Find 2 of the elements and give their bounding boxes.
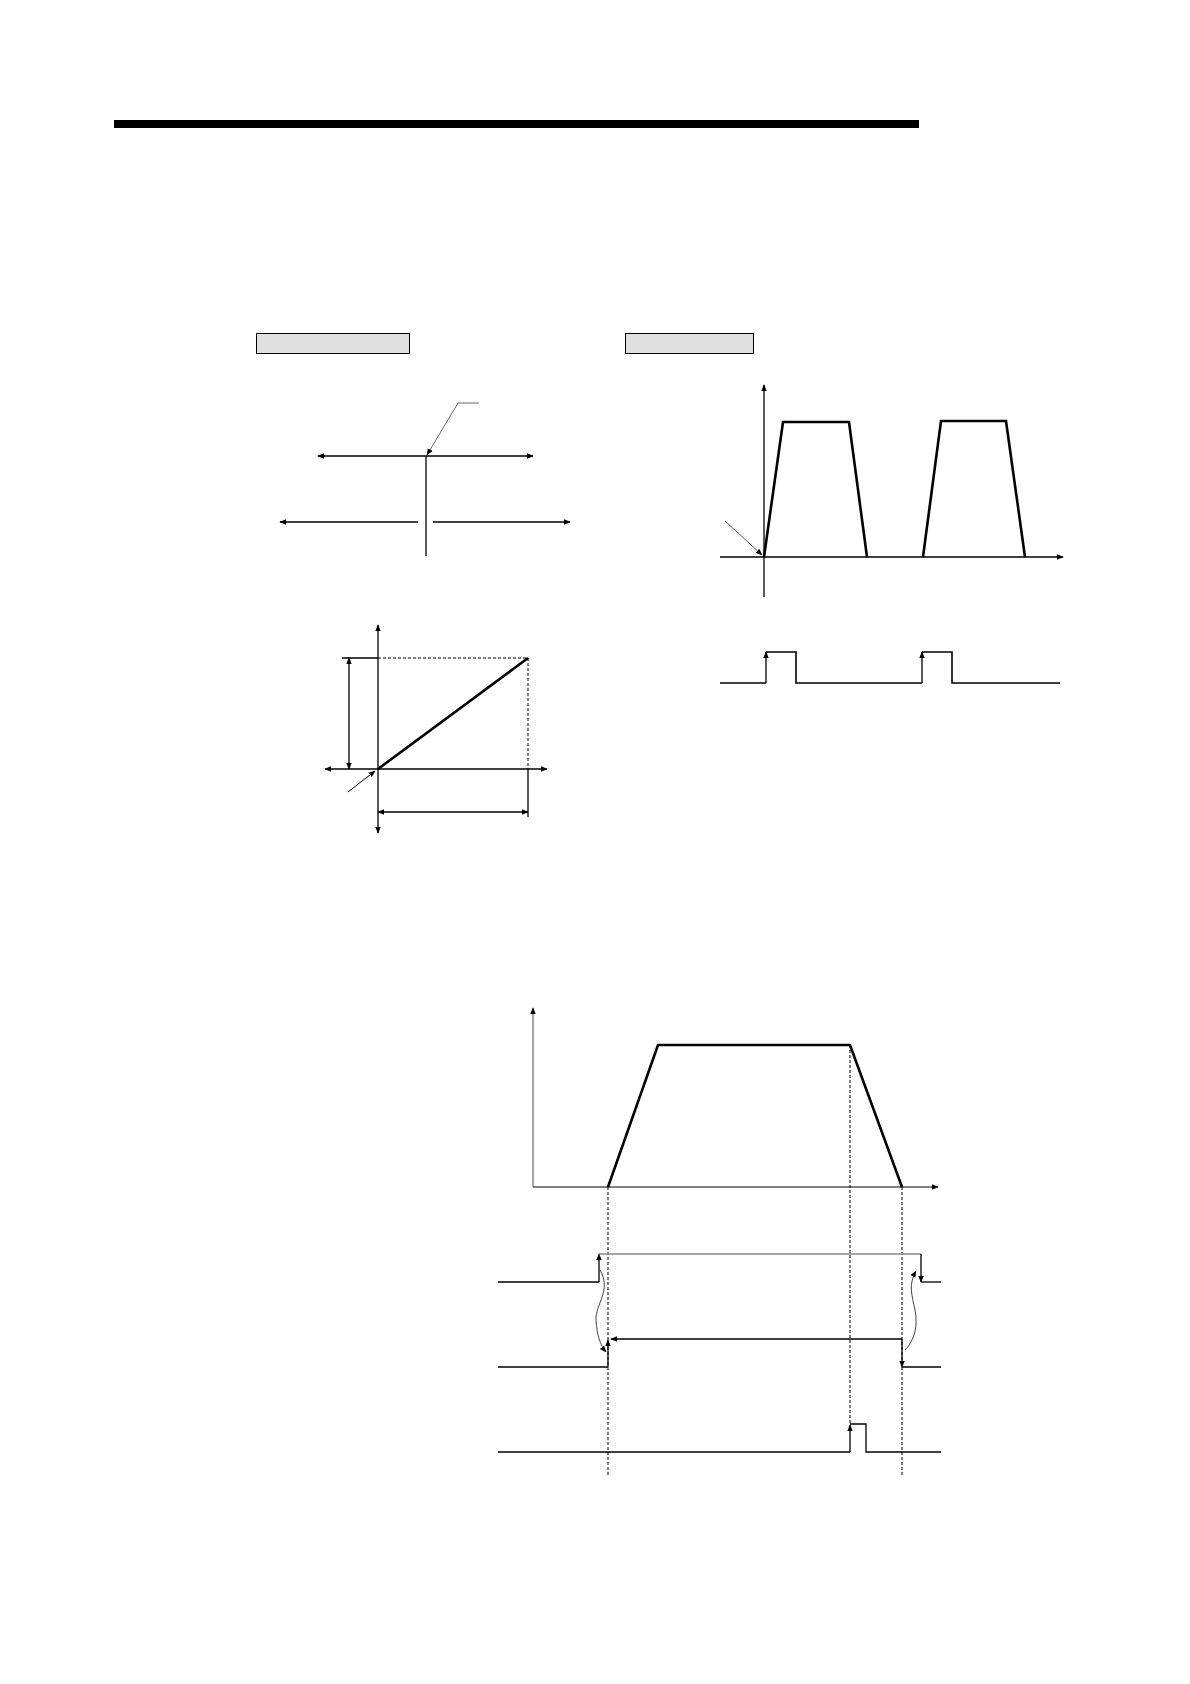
label-box [256, 333, 410, 354]
label-box [625, 333, 754, 354]
